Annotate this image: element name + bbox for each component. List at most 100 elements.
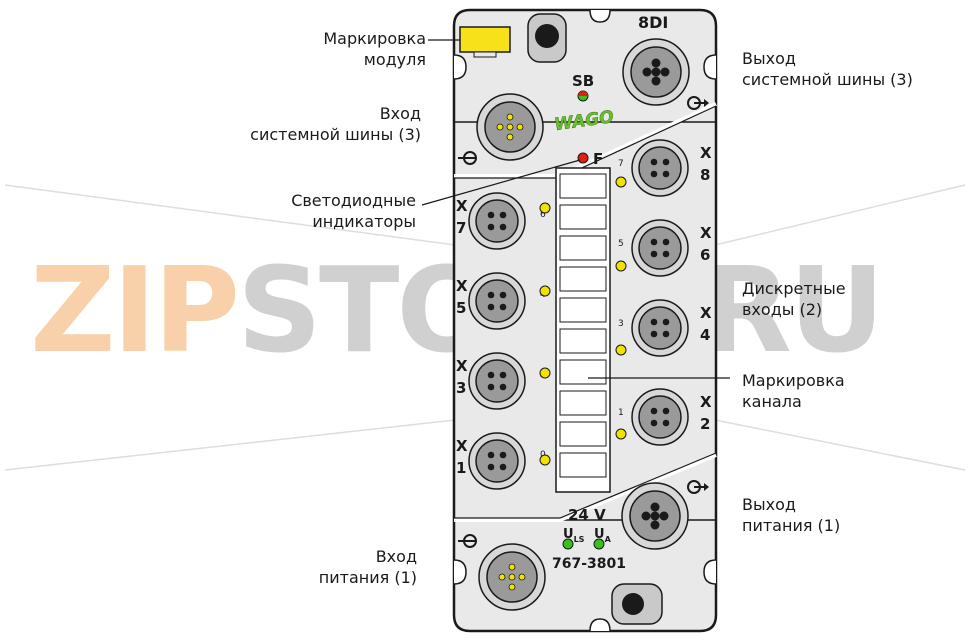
led-channel-number: 7 [618,159,624,169]
sb-label: SB [572,72,594,90]
bus-out-symbol [687,96,709,110]
power-out-symbol [687,480,709,494]
connector-label-x: X [456,357,468,375]
label-leds-line2: индикаторы [312,212,416,231]
channel-led-right [615,344,627,356]
background-lines [4,184,966,471]
uls-led [562,538,574,550]
ua-sub: A [605,535,612,544]
bg-line [4,184,456,246]
label-channel-marking-line1: Маркировка [742,371,845,390]
connector-right-x6 [631,219,689,277]
channel-label-slot [559,266,607,292]
channel-label-slot [559,328,607,354]
label-module-marking-line2: модуля [363,50,426,69]
label-discrete-inputs: Дискретные входы (2) [742,278,846,320]
led-channel-number: 1 [618,408,624,418]
part-number: 767-3801 [552,556,626,572]
power-in-symbol [458,534,477,548]
uls-main: U [563,527,574,542]
channel-label-slot [559,204,607,230]
label-bus-in: Вход системной шины (3) [250,103,421,145]
connector-label-x: X [700,224,712,242]
label-module-marking-line1: Маркировка [323,29,426,48]
connector-label-number: 2 [700,415,710,433]
label-power-out: Выход питания (1) [742,494,840,536]
ua-led [593,538,605,550]
connector-left-x3 [468,352,526,410]
sb-led-red-half [578,91,588,96]
channel-led-right [615,260,627,272]
power-out-connector [621,482,689,550]
power-in-connector [478,543,546,611]
label-discrete-inputs-line1: Дискретные [742,279,846,298]
uls-label: ULS [563,527,585,544]
channel-label-slot [559,173,607,199]
module-marker [459,26,511,58]
connector-label-number: 3 [456,379,466,397]
channel-marking-strip [555,167,611,493]
uls-sub: LS [574,535,585,544]
f-label: F [593,150,603,168]
label-power-out-line2: питания (1) [742,516,841,535]
label-leds-line1: Светодиодные [291,191,416,210]
label-bus-in-line1: Вход [379,104,421,123]
channel-label-slot [559,421,607,447]
connector-left-x1 [468,432,526,490]
label-power-out-line1: Выход [742,495,796,514]
voltage-label: 24 V [568,506,606,524]
led-channel-number: 5 [618,239,624,249]
channel-label-slot [559,390,607,416]
connector-label-x: X [700,393,712,411]
bus-in-connector [476,93,544,161]
connector-label-x: X [456,277,468,295]
ua-label: UA [594,527,612,544]
callout-leds [421,159,581,206]
bg-line [714,184,966,246]
channel-label-slot [559,452,607,478]
label-channel-marking-line2: канала [742,392,802,411]
label-power-in-line2: питания (1) [318,568,417,587]
channel-label-slot [559,235,607,261]
label-module-marking: Маркировка модуля [323,28,426,70]
watermark-part1: ZIP [30,241,240,379]
connector-left-x7 [468,192,526,250]
channel-label-slot [559,297,607,323]
bus-in-symbol [458,151,477,165]
connector-label-number: 5 [456,299,466,317]
led-channel-number: 3 [618,319,624,329]
f-led [577,152,589,164]
label-bus-in-line2: системной шины (3) [250,125,421,144]
connector-label-x: X [456,197,468,215]
connector-label-x: X [456,437,468,455]
channel-led-left [539,202,551,214]
connector-right-x4 [631,299,689,357]
label-bus-out: Выход системной шины (3) [742,48,913,90]
channel-led-left [539,454,551,466]
module-title: 8DI [638,13,668,32]
bg-line [4,419,456,471]
channel-led-right [615,428,627,440]
connector-right-x2 [631,388,689,446]
channel-led-left [539,367,551,379]
connector-label-number: 4 [700,326,710,344]
ground-screw-bottom [611,583,663,625]
connector-label-number: 6 [700,246,710,264]
label-power-in: Вход питания (1) [319,546,417,588]
label-bus-out-line2: системной шины (3) [742,70,913,89]
bus-out-connector [622,38,690,106]
connector-label-number: 1 [456,459,466,477]
connector-label-number: 7 [456,219,466,237]
label-power-in-line1: Вход [375,547,417,566]
label-discrete-inputs-line2: входы (2) [742,300,823,319]
ground-screw-top [527,13,567,63]
led-channel-number: 6 [540,210,546,220]
channel-led-right [615,176,627,188]
callout-lines [421,39,730,379]
channel-label-slot [559,359,607,385]
connector-left-x5 [468,272,526,330]
label-channel-marking: Маркировка канала [742,370,845,412]
connector-label-number: 8 [700,166,710,184]
